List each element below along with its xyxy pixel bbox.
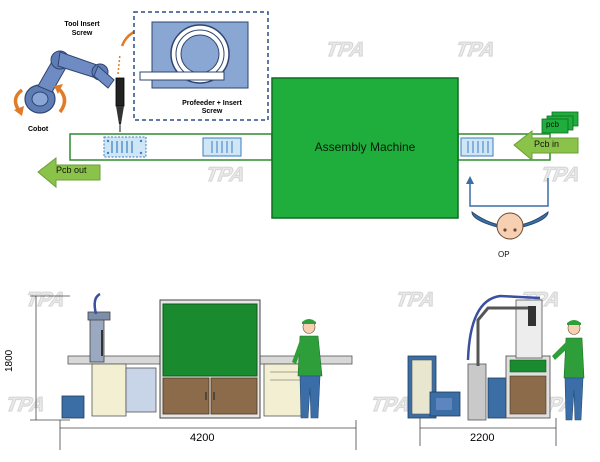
screw-tool [115,77,125,132]
svg-text:TPA: TPA [392,289,439,311]
svg-text:TPA: TPA [202,164,249,186]
pcb-stack-tag [541,111,579,134]
left-arrow-icon [513,129,579,162]
front-conveyor-left [67,355,161,365]
pcb-board-screwing [103,136,147,158]
tool-insert-screw-label: Tool Insert Screw [64,21,100,37]
height-dimension-label: 1800 [4,349,15,372]
dimension-width-side [419,418,557,446]
tool-pointer [117,53,121,75]
pcb-tag-label: pcb [546,120,559,129]
assembly-machine-label: Assembly Machine [314,140,416,154]
cobot-arm [24,50,115,114]
side-view-machine [407,294,551,421]
pcb-out-label: Pcb out [56,165,87,175]
left-arrow-icon [37,156,101,189]
operator-side-view [552,320,585,421]
pcb-board-mid [202,137,242,157]
cobot-station-front [61,292,157,419]
dimension-width-front [59,420,357,450]
svg-text:TPA: TPA [452,39,499,61]
arrow-head [466,176,474,184]
pcb-board-in [460,137,494,157]
profeeder-label: Profeeder + Insert Screw [182,100,242,115]
front-width-dimension-label: 4200 [190,432,215,444]
arrow-head [54,84,63,94]
svg-text:TPA: TPA [2,394,49,416]
assembly-machine-front [159,299,261,419]
assembly-machine-block [271,77,459,219]
svg-text:TPA: TPA [22,289,69,311]
operator-top-view [471,211,549,240]
side-width-dimension-label: 2200 [470,432,495,444]
svg-text:TPA: TPA [322,39,369,61]
conveyor-left [69,133,273,161]
pcb-in-label: Pcb in [534,139,560,149]
cobot-label: Cobot [28,126,49,133]
profeeder-unit [139,21,249,89]
dimension-height [30,295,70,421]
operator-front-view [292,319,323,419]
arrow-head [14,106,24,116]
op-label: OP [498,250,510,259]
up-arrow-icon [469,178,549,207]
svg-text:TPA: TPA [537,164,584,186]
svg-text:TPA: TPA [367,394,414,416]
